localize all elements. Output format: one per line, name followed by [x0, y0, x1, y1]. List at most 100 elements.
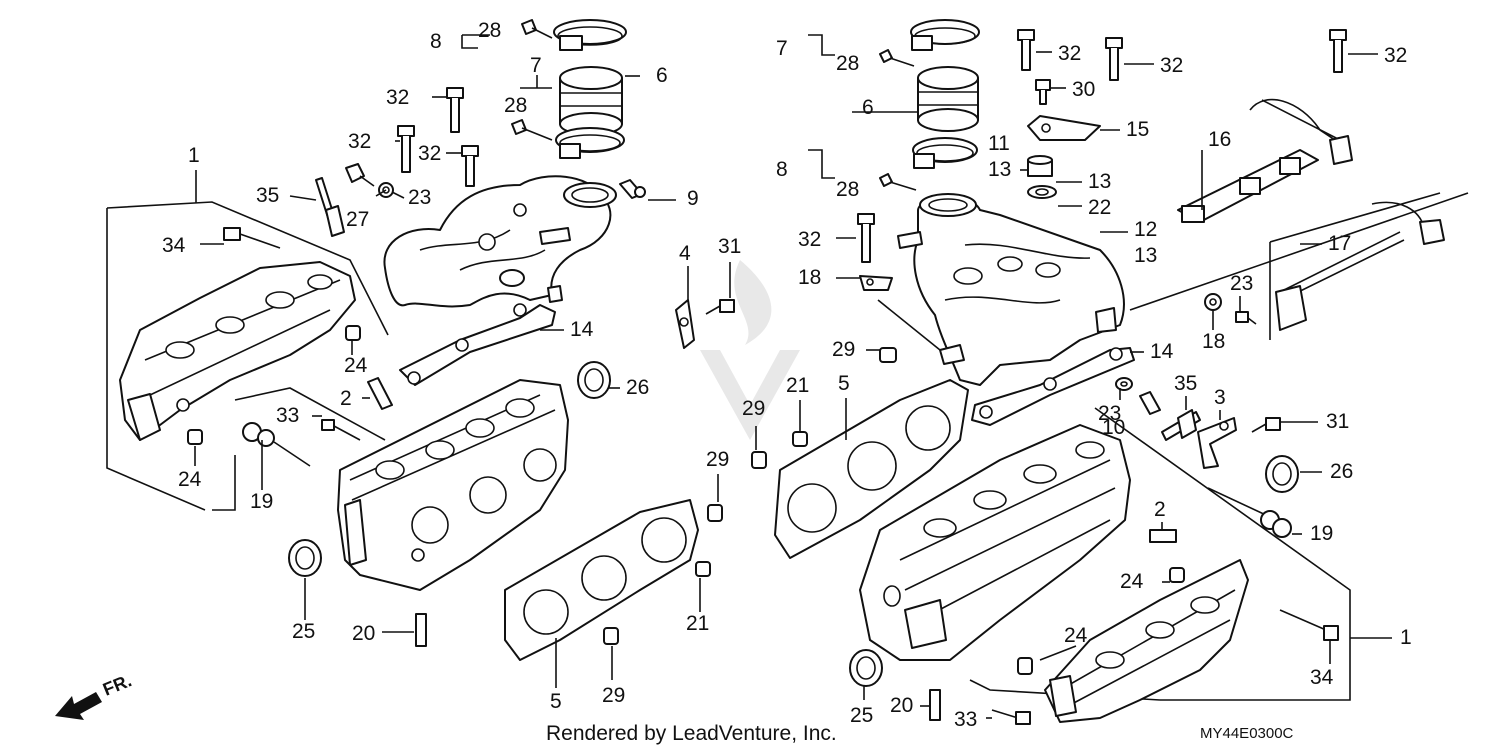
- callout-32: 32: [1160, 54, 1183, 77]
- front-direction-label: FR.: [100, 670, 134, 699]
- callout-8: 8: [776, 158, 788, 181]
- callout-13: 13: [988, 158, 1011, 181]
- callout-15: 15: [1126, 118, 1149, 141]
- callout-22: 22: [1088, 196, 1111, 219]
- fitting-9: [619, 179, 646, 199]
- fuel-pipe-17: [1275, 201, 1445, 331]
- dowel-29-right-a: [879, 347, 897, 363]
- callout-29: 29: [742, 397, 765, 420]
- group-bracket-lines-right: [808, 34, 1469, 701]
- intake-boot-right: [917, 66, 979, 132]
- callout-19: 19: [1310, 522, 1333, 545]
- camshaft-holder-right: [1044, 559, 1249, 723]
- callout-5: 5: [838, 372, 850, 395]
- callout-13: 13: [1088, 170, 1111, 193]
- dowel-29-right-b: [751, 451, 767, 469]
- bolt-33-left: [321, 419, 361, 441]
- camshaft-holder-left: [119, 261, 356, 441]
- callout-14: 14: [1150, 340, 1174, 363]
- callout-13: 13: [1134, 244, 1157, 267]
- dowel-21-right: [792, 431, 808, 447]
- collar-24-right-a: [1169, 567, 1185, 583]
- callout-3: 3: [1214, 386, 1226, 409]
- callout-7: 7: [530, 54, 542, 77]
- dowel-29-left-b: [603, 627, 619, 645]
- callout-28: 28: [478, 19, 501, 42]
- bolt-28-right-b: [879, 173, 917, 191]
- footer-credit: Rendered by LeadVenture, Inc.: [546, 722, 837, 745]
- collar-24-left-b: [187, 429, 203, 445]
- spark-plug-35-right: [1161, 409, 1201, 441]
- callout-11: 11: [988, 132, 1010, 155]
- stud-20-left: [415, 613, 427, 647]
- callout-23: 23: [1098, 402, 1121, 425]
- cylinder-head-right: [859, 424, 1131, 661]
- manifold-gasket-14-right: [971, 347, 1135, 426]
- group-bracket-lines-left: [106, 34, 552, 511]
- callout-20: 20: [352, 622, 375, 645]
- callout-35: 35: [1174, 372, 1197, 395]
- callout-33: 33: [276, 404, 299, 427]
- leader-lines: [194, 51, 1392, 719]
- bolt-31-left: [705, 299, 735, 315]
- dowel-2-right: [1149, 529, 1177, 543]
- oil-seal-25-right: [849, 649, 883, 687]
- callout-28: 28: [836, 178, 859, 201]
- oil-seal-26-right: [1265, 455, 1299, 493]
- callout-25: 25: [292, 620, 315, 643]
- callout-7: 7: [776, 37, 788, 60]
- callout-24: 24: [1120, 570, 1144, 593]
- bolt-32-right-c: [1329, 29, 1347, 73]
- callout-10: 10: [1102, 416, 1125, 439]
- bolt-34-right: [1279, 609, 1339, 641]
- breather-bracket-4: [675, 299, 695, 349]
- washer-18-right: [1204, 293, 1222, 311]
- bolt-32-left-b: [397, 125, 415, 173]
- oil-seal-26-left: [577, 361, 611, 399]
- callout-6: 6: [862, 96, 874, 119]
- bolt-33-right: [991, 709, 1031, 725]
- bolt-31-right: [1251, 417, 1281, 433]
- intake-clamp-upper-left: [553, 19, 627, 51]
- dowel-21-left: [695, 561, 711, 577]
- callout-1: 1: [1400, 626, 1412, 649]
- bolt-23-right: [1235, 311, 1257, 325]
- manifold-gasket-14-left: [399, 303, 556, 386]
- intake-manifold-left: [383, 175, 617, 308]
- cylinder-head-left: [337, 379, 569, 591]
- callout-2: 2: [1154, 498, 1166, 521]
- bolt-28-right-a: [879, 49, 915, 67]
- callout-33: 33: [954, 708, 977, 731]
- callout-23: 23: [408, 186, 431, 209]
- bracket-15: [1027, 115, 1101, 141]
- callout-29: 29: [832, 338, 855, 361]
- head-gasket-5-left: [504, 499, 699, 661]
- callout-34: 34: [1310, 666, 1334, 689]
- oil-seal-25-left: [288, 539, 322, 577]
- callout-29: 29: [706, 448, 729, 471]
- callout-2: 2: [340, 387, 352, 410]
- callout-24: 24: [344, 354, 368, 377]
- callout-31: 31: [1326, 410, 1349, 433]
- callout-26: 26: [626, 376, 649, 399]
- bolt-30: [1035, 79, 1051, 105]
- callout-31: 31: [718, 235, 741, 258]
- callout-1: 1: [188, 144, 200, 167]
- intake-clamp-lower-right: [912, 137, 978, 169]
- callout-5: 5: [550, 690, 562, 713]
- callout-labels: 8 28 6 7 32 28 32 32 1 35 27 23 9 34 4 3…: [162, 19, 1412, 731]
- bolt-19-left: [242, 422, 311, 467]
- bolt-32-right-a: [1017, 29, 1035, 71]
- callout-30: 30: [1072, 78, 1095, 101]
- dowel-2-left: [367, 377, 393, 410]
- bolt-28-left-top: [521, 19, 553, 39]
- spark-plug-35-left: [315, 177, 345, 237]
- callout-4: 4: [679, 242, 691, 265]
- front-direction-arrow-icon: [55, 692, 102, 720]
- callout-28: 28: [504, 94, 527, 117]
- callout-32: 32: [1384, 44, 1407, 67]
- intake-boot-left: [559, 66, 623, 136]
- callout-14: 14: [570, 318, 594, 341]
- callout-32: 32: [1058, 42, 1081, 65]
